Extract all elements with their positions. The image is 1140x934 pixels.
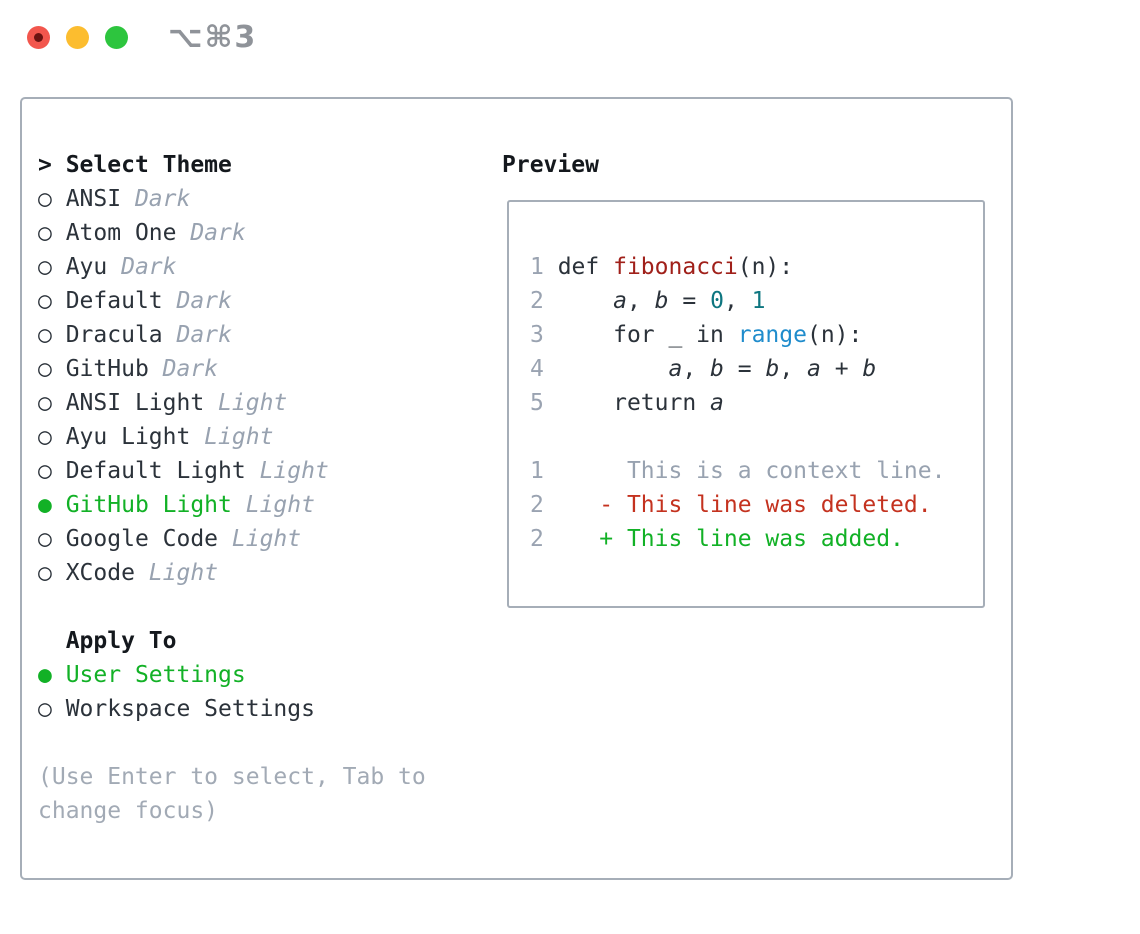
theme-option-ansi-dark[interactable]: ○ ANSI Dark xyxy=(38,182,426,216)
code-line: 2 a, b = 0, 1 xyxy=(530,288,766,314)
radio-icon: ○ xyxy=(38,390,66,416)
zoom-button[interactable] xyxy=(105,26,128,49)
theme-name: Ayu Light xyxy=(65,424,191,450)
radio-icon: ○ xyxy=(38,288,66,314)
spacer-row xyxy=(38,726,426,760)
code-line: 1 def fibonacci(n): xyxy=(530,254,794,280)
theme-option-dracula-dark[interactable]: ○ Dracula Dark xyxy=(38,318,426,352)
theme-variant: Light xyxy=(231,492,315,518)
theme-variant: Light xyxy=(190,424,274,450)
theme-option-github-light-light[interactable]: ● GitHub Light Light xyxy=(38,488,426,522)
theme-name: Default Light xyxy=(65,458,246,484)
theme-option-xcode-light[interactable]: ○ XCode Light xyxy=(38,556,426,590)
line-number: 2 xyxy=(530,492,544,518)
theme-option-ayu-dark[interactable]: ○ Ayu Dark xyxy=(38,250,426,284)
code-line: 2 - This line was deleted. xyxy=(530,492,932,518)
radio-icon: ○ xyxy=(38,254,66,280)
theme-list-title-row: > Select Theme xyxy=(38,148,426,182)
line-number: 5 xyxy=(530,390,544,416)
cursor-icon: > xyxy=(38,152,66,178)
close-button[interactable] xyxy=(27,26,50,49)
theme-option-default-dark[interactable]: ○ Default Dark xyxy=(38,284,426,318)
theme-variant: Dark xyxy=(107,254,177,280)
theme-name: Dracula xyxy=(65,322,163,348)
radio-icon: ○ xyxy=(38,322,66,348)
code-line: 5 return a xyxy=(530,390,724,416)
theme-option-ansi-light-light[interactable]: ○ ANSI Light Light xyxy=(38,386,426,420)
radio-selected-icon: ● xyxy=(38,662,66,688)
line-number: 3 xyxy=(530,322,544,348)
help-text: (Use Enter to select, Tab to xyxy=(38,764,426,790)
apply-option-user-settings[interactable]: ● User Settings xyxy=(38,658,426,692)
theme-variant: Dark xyxy=(162,322,232,348)
radio-icon: ○ xyxy=(38,526,66,552)
theme-name: ANSI xyxy=(65,186,122,212)
line-number: 1 xyxy=(530,254,544,280)
theme-variant: Dark xyxy=(148,356,219,382)
radio-icon: ○ xyxy=(38,696,66,722)
theme-variant: Dark xyxy=(121,186,191,212)
radio-icon: ○ xyxy=(38,424,66,450)
radio-selected-icon: ● xyxy=(38,492,66,518)
theme-name: Google Code xyxy=(65,526,219,552)
radio-icon: ○ xyxy=(38,560,66,586)
code-line: 1 This is a context line. xyxy=(530,458,946,484)
help-text: change focus) xyxy=(38,798,219,824)
theme-option-github-dark[interactable]: ○ GitHub Dark xyxy=(38,352,426,386)
preview-code: 1 def fibonacci(n): 2 a, b = 0, 1 3 for _ … xyxy=(530,250,945,556)
theme-name: GitHub Light xyxy=(65,492,232,518)
theme-name: Default xyxy=(65,288,163,314)
apply-option-label: User Settings xyxy=(65,662,246,688)
apply-to-title-row: Apply To xyxy=(38,624,426,658)
theme-option-google-code-light[interactable]: ○ Google Code Light xyxy=(38,522,426,556)
theme-list: > Select Theme○ ANSI Dark○ Atom One Dark… xyxy=(38,148,426,828)
apply-to-title: Apply To xyxy=(65,628,177,654)
theme-option-default-light-light[interactable]: ○ Default Light Light xyxy=(38,454,426,488)
theme-list-title: Select Theme xyxy=(65,152,232,178)
line-number: 4 xyxy=(530,356,544,382)
close-button-dot-icon xyxy=(34,33,43,42)
line-number: 1 xyxy=(530,458,544,484)
theme-variant: Light xyxy=(204,390,288,416)
preview-box xyxy=(507,200,985,608)
window-shortcut-label: ⌥⌘3 xyxy=(168,20,258,55)
radio-icon: ○ xyxy=(38,220,66,246)
theme-option-ayu-light-light[interactable]: ○ Ayu Light Light xyxy=(38,420,426,454)
radio-icon: ○ xyxy=(38,458,66,484)
theme-variant: Light xyxy=(218,526,302,552)
help-text-row: (Use Enter to select, Tab to xyxy=(38,760,426,794)
help-text-row: change focus) xyxy=(38,794,426,828)
theme-variant: Dark xyxy=(162,288,232,314)
line-number: 2 xyxy=(530,526,544,552)
minimize-button[interactable] xyxy=(66,26,89,49)
radio-icon: ○ xyxy=(38,356,66,382)
apply-option-label: Workspace Settings xyxy=(65,696,315,722)
code-line xyxy=(530,420,945,454)
line-number: 2 xyxy=(530,288,544,314)
theme-name: GitHub xyxy=(65,356,149,382)
theme-name: ANSI Light xyxy=(65,390,205,416)
theme-name: Ayu xyxy=(65,254,108,280)
code-line: 2 + This line was added. xyxy=(530,526,904,552)
theme-variant: Light xyxy=(134,560,219,586)
theme-variant: Light xyxy=(245,458,329,484)
code-line: 4 a, b = b, a + b xyxy=(530,356,877,382)
radio-icon: ○ xyxy=(38,186,66,212)
theme-name: Atom One xyxy=(65,220,177,246)
apply-option-workspace-settings[interactable]: ○ Workspace Settings xyxy=(38,692,426,726)
spacer-row xyxy=(38,590,426,624)
theme-name: XCode xyxy=(65,560,135,586)
theme-option-atom-one-dark[interactable]: ○ Atom One Dark xyxy=(38,216,426,250)
code-line: 3 for _ in range(n): xyxy=(530,322,863,348)
theme-variant: Dark xyxy=(176,220,246,246)
preview-title: Preview xyxy=(502,152,599,178)
